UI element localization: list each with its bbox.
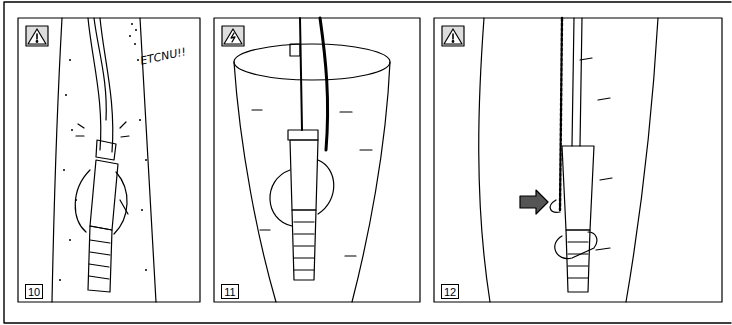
warning-icon	[26, 26, 48, 46]
pointer-arrow	[520, 190, 548, 214]
sound-effect-text: ETCNU!!	[139, 45, 187, 67]
splash-lines	[76, 122, 129, 137]
well-casing	[479, 18, 658, 302]
water-dots	[59, 23, 147, 281]
lowering-cable	[288, 18, 328, 150]
electric-warning-icon	[222, 26, 244, 46]
submersible-pump	[555, 146, 597, 292]
panel-number-box: 10	[25, 284, 43, 299]
safety-rope	[550, 18, 582, 212]
submersible-pump	[75, 160, 128, 292]
panel-number: 12	[444, 286, 456, 298]
panel-number-box: 12	[441, 284, 459, 299]
warning-icon	[442, 26, 464, 46]
panel-frame	[214, 18, 420, 302]
well-cylinder	[234, 44, 390, 302]
outer-frame	[4, 2, 731, 323]
water-lines	[580, 58, 612, 250]
submersible-pump	[270, 140, 334, 280]
panel-number-box: 11	[221, 284, 239, 299]
panel-number: 10	[28, 286, 40, 298]
panel-frame	[434, 18, 722, 302]
panel-number: 11	[224, 286, 235, 298]
panel-frame	[18, 18, 200, 302]
riser-pipe	[88, 18, 116, 160]
